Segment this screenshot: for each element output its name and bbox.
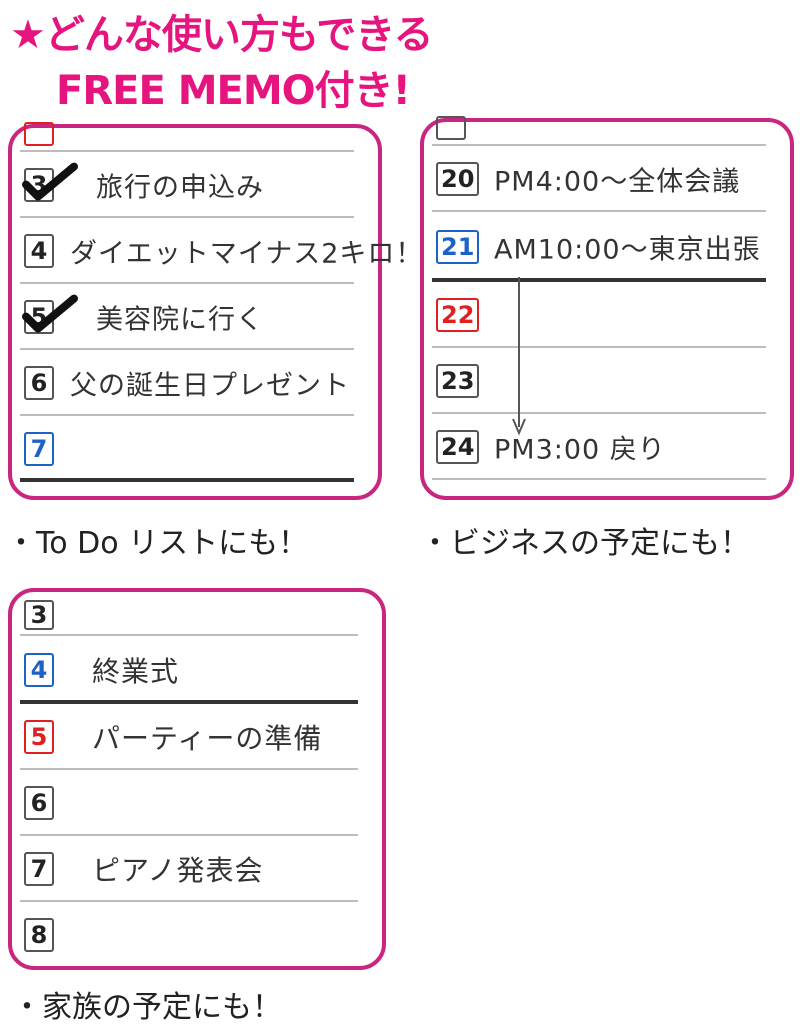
todo-memo-panel: 3 旅行の申込み 4 ダイエットマイナス2キロ！ 5 美容院に行く 6 父の誕生… [8, 122, 422, 500]
memo-row: 22 [424, 282, 790, 348]
date-box: 3 [24, 600, 54, 630]
checkmark-icon [22, 162, 78, 201]
date-box: 22 [436, 298, 480, 332]
date-box: 7 [24, 432, 54, 466]
memo-text: 旅行の申込み [96, 172, 264, 204]
memo-row: 3 旅行の申込み [12, 152, 378, 218]
business-caption: ・ビジネスの予定にも！ [420, 526, 750, 561]
memo-text: 美容院に行く [96, 304, 264, 336]
date-box: 24 [436, 430, 480, 464]
todo-caption: ・To Do リストにも！ [6, 526, 309, 561]
memo-text: AM10:00〜東京出張 [494, 234, 761, 266]
date-box: 23 [436, 364, 480, 398]
date-box: 4 [24, 234, 54, 268]
date-box: 21 [436, 230, 480, 264]
date-box: 20 [436, 162, 480, 196]
memo-text: 父の誕生日プレゼント [70, 370, 350, 402]
family-memo-panel: 3 4 終業式 5 パーティーの準備 6 7 ピアノ発表会 8 [8, 588, 386, 970]
memo-row: 6 [12, 770, 382, 836]
memo-row: 6 父の誕生日プレゼント [12, 350, 378, 416]
memo-text: PM4:00〜全体会議 [494, 166, 741, 198]
memo-row: 3 [12, 584, 382, 636]
memo-row: 20 PM4:00〜全体会議 [424, 146, 790, 212]
checkmark-icon [22, 294, 78, 333]
memo-text: ピアノ発表会 [92, 854, 264, 887]
headline-line-1: ★どんな使い方もできる [10, 12, 433, 58]
down-arrow-icon [512, 277, 526, 436]
memo-row: 8 [12, 902, 382, 968]
partial-row-top [12, 116, 378, 152]
memo-text: 終業式 [92, 655, 180, 688]
date-box: 6 [24, 786, 54, 820]
family-caption: ・家族の予定にも！ [12, 990, 282, 1025]
memo-row: 5 パーティーの準備 [12, 704, 382, 770]
memo-row: 24 PM3:00 戻り [424, 414, 790, 480]
headline-line-2: FREE MEMO付き! [56, 68, 411, 114]
partial-row-top [424, 110, 790, 146]
memo-row: 4 終業式 [12, 636, 382, 704]
memo-row: 7 [12, 416, 378, 482]
date-box-partial [436, 116, 466, 140]
date-box: 6 [24, 366, 54, 400]
date-box: 8 [24, 918, 54, 952]
memo-text: ダイエットマイナス2キロ！ [70, 238, 424, 270]
date-box: 5 [24, 720, 54, 754]
date-box: 7 [24, 852, 54, 886]
memo-row: 23 [424, 348, 790, 414]
memo-row: 5 美容院に行く [12, 284, 378, 350]
memo-row: 4 ダイエットマイナス2キロ！ [12, 218, 422, 284]
business-memo-panel: 20 PM4:00〜全体会議 21 AM10:00〜東京出張 22 23 24 … [420, 116, 794, 500]
memo-text: PM3:00 戻り [494, 434, 666, 466]
date-box: 4 [24, 653, 54, 687]
memo-text: パーティーの準備 [92, 722, 323, 755]
memo-row: 21 AM10:00〜東京出張 [424, 212, 790, 282]
memo-row: 7 ピアノ発表会 [12, 836, 382, 902]
date-box-partial [24, 122, 54, 146]
